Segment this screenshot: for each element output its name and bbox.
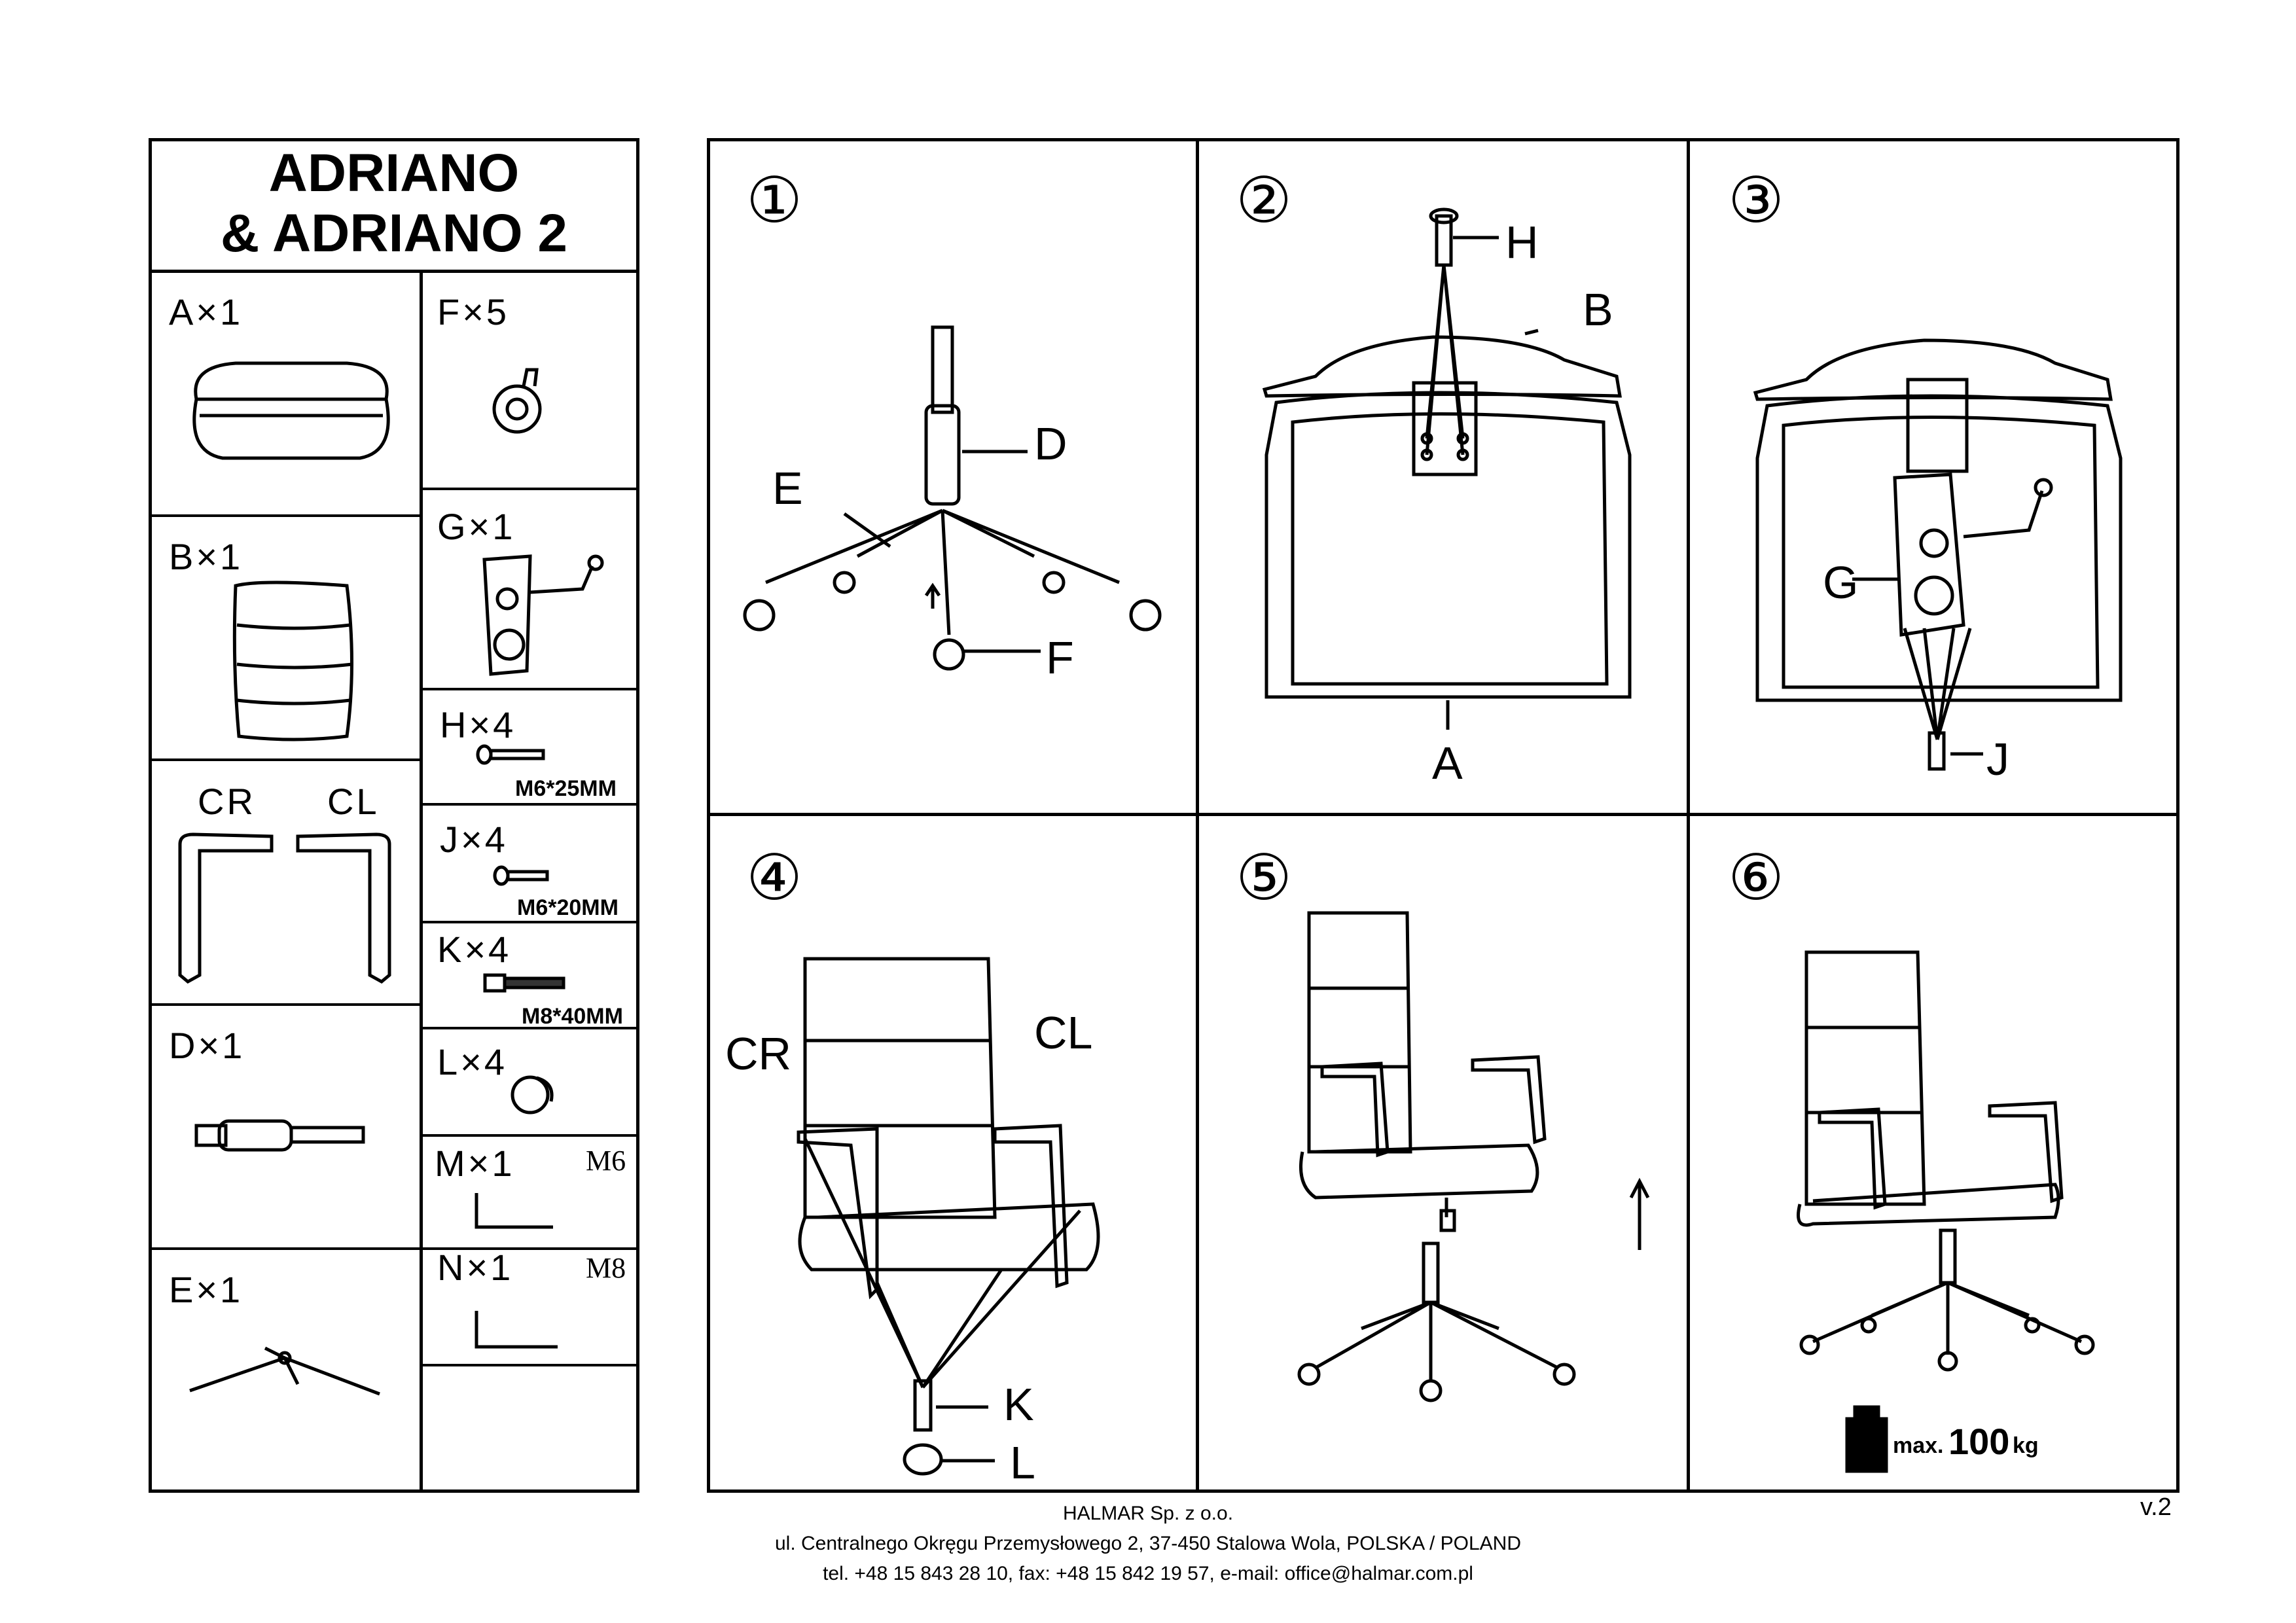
step-3-seat-drawing <box>1753 338 2123 771</box>
footer-company: HALMAR Sp. z o.o. <box>1062 1503 1234 1524</box>
armrests-icon <box>178 832 391 984</box>
step-6-chair-drawing <box>1797 950 2095 1372</box>
step-5-chair-drawing <box>1297 911 1650 1402</box>
step-2-number: ② <box>1236 164 1293 237</box>
step-1-number: ① <box>746 164 803 237</box>
step-4-label-cl: CL <box>1034 1007 1093 1058</box>
part-h-spec: M6*25MM <box>515 776 617 801</box>
part-d-label: D×1 <box>169 1025 245 1066</box>
weight-icon <box>1845 1405 1888 1473</box>
part-f-label: F×5 <box>437 291 510 332</box>
step-4-number: ④ <box>746 841 803 914</box>
tilt-mechanism-icon <box>482 554 604 676</box>
part-j-spec: M6*20MM <box>517 895 619 920</box>
step-2-label-a: A <box>1432 738 1463 789</box>
allen-key-m-icon <box>475 1193 553 1229</box>
bolt-k-icon <box>483 973 565 993</box>
bolt-j-icon <box>493 865 549 886</box>
gas-lift-icon <box>194 1119 365 1152</box>
title-line-1: ADRIANO <box>268 143 520 203</box>
max-label: max. <box>1893 1433 1944 1458</box>
part-a-label: A×1 <box>169 291 243 332</box>
version-label: v.2 <box>2140 1493 2172 1521</box>
step-3-label-j: J <box>1986 734 2009 785</box>
part-n-spec: M8 <box>586 1252 626 1284</box>
step-6-number: ⑥ <box>1728 841 1785 914</box>
backrest-icon <box>232 580 353 741</box>
part-n-label: N×1 <box>437 1247 514 1288</box>
step-3-label-g: G <box>1823 557 1859 608</box>
max-value: 100 <box>1948 1421 2010 1462</box>
part-j-label: J×4 <box>440 819 508 860</box>
step-1-label-d: D <box>1034 418 1067 469</box>
part-b-label: B×1 <box>169 536 243 577</box>
step-4-label-l: L <box>1010 1437 1035 1488</box>
part-k-label: K×4 <box>437 929 512 970</box>
part-h-label: H×4 <box>440 704 516 745</box>
part-g-label: G×1 <box>437 506 516 547</box>
footer-contact: tel. +48 15 843 28 10, fax: +48 15 842 1… <box>823 1563 1473 1584</box>
chair-base-icon <box>189 1346 380 1396</box>
caster-wheel-icon <box>492 368 542 434</box>
part-l-label: L×4 <box>437 1041 507 1082</box>
bolt-h-icon <box>476 744 545 765</box>
step-4-label-cr: CR <box>725 1028 792 1079</box>
cap-nut-icon <box>511 1075 554 1115</box>
allen-key-n-icon <box>475 1311 558 1349</box>
footer-address: ul. Centralnego Okręgu Przemysłowego 2, … <box>774 1533 1521 1554</box>
title-line-2: & ADRIANO 2 <box>221 204 567 263</box>
step-1-label-f: F <box>1046 632 1074 683</box>
step-2-seat-drawing <box>1262 207 1632 730</box>
step-2-label-b: B <box>1583 284 1613 335</box>
step-1-base-drawing <box>743 325 1162 671</box>
seat-cushion-icon <box>192 361 390 460</box>
step-3-number: ③ <box>1728 164 1785 237</box>
footer: HALMAR Sp. z o.o. ul. Centralnego Okręgu… <box>0 1499 2296 1589</box>
part-m-label: M×1 <box>435 1143 515 1184</box>
part-cr-label: CR <box>198 781 256 822</box>
step-5-number: ⑤ <box>1236 841 1293 914</box>
part-m-spec: M6 <box>586 1145 626 1177</box>
part-k-spec: M8*40MM <box>522 1004 623 1029</box>
step-1-label-e: E <box>772 463 803 514</box>
step-4-chair-drawing <box>797 957 1100 1476</box>
step-2-label-h: H <box>1505 217 1539 268</box>
product-title: ADRIANO & ADRIANO 2 <box>149 138 639 271</box>
part-cl-label: CL <box>327 781 380 822</box>
max-unit: kg <box>2013 1433 2039 1458</box>
part-e-label: E×1 <box>169 1269 243 1310</box>
step-4-label-k: K <box>1003 1379 1034 1430</box>
